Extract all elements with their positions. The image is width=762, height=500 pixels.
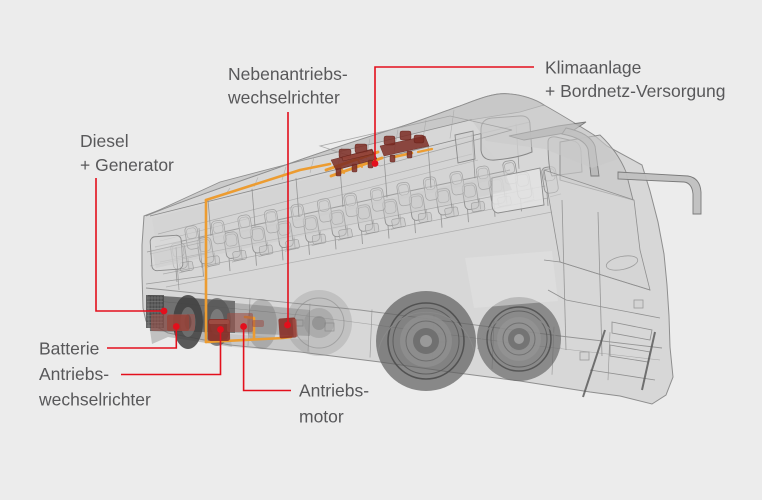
svg-text:Antriebs-: Antriebs- xyxy=(299,381,369,401)
svg-text:motor: motor xyxy=(299,407,344,427)
svg-text:Batterie: Batterie xyxy=(39,339,99,359)
svg-text:+ Generator: + Generator xyxy=(80,155,174,175)
svg-text:Antriebs-: Antriebs- xyxy=(39,364,109,384)
svg-text:wechselrichter: wechselrichter xyxy=(38,390,151,410)
svg-text:Nebenantriebs-: Nebenantriebs- xyxy=(228,64,348,84)
svg-text:Diesel: Diesel xyxy=(80,131,129,151)
svg-text:wechselrichter: wechselrichter xyxy=(227,88,340,108)
svg-text:Klimaanlage: Klimaanlage xyxy=(545,58,641,78)
svg-text:+ Bordnetz-Versorgung: + Bordnetz-Versorgung xyxy=(545,81,725,101)
